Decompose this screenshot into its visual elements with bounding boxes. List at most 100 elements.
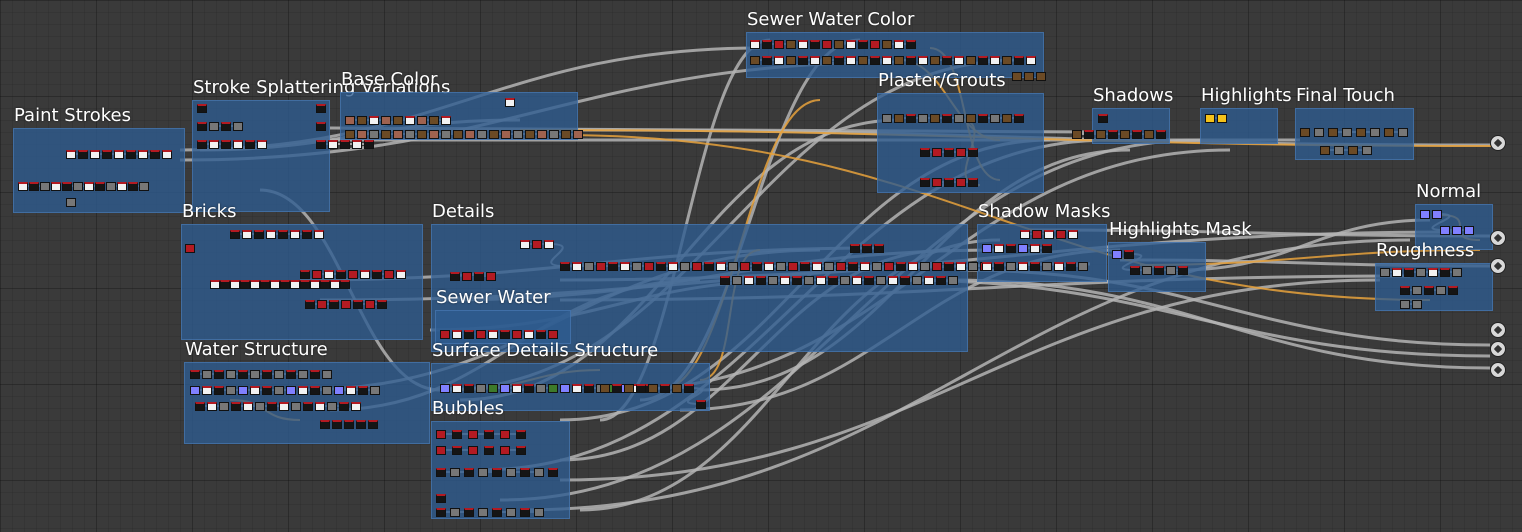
graph-node[interactable]	[1056, 230, 1066, 239]
frame-title[interactable]: Surface Details Structure	[432, 340, 659, 361]
graph-node[interactable]	[1416, 268, 1426, 277]
graph-node[interactable]	[834, 56, 844, 65]
graph-node[interactable]	[202, 370, 212, 379]
graph-node[interactable]	[1424, 286, 1434, 295]
graph-node[interactable]	[1124, 250, 1134, 259]
graph-node[interactable]	[352, 140, 362, 149]
graph-node[interactable]	[453, 130, 463, 139]
graph-node[interactable]	[240, 280, 250, 289]
graph-node[interactable]	[852, 276, 862, 285]
graph-node[interactable]	[462, 272, 472, 281]
graph-node[interactable]	[250, 370, 260, 379]
graph-node[interactable]	[900, 276, 910, 285]
graph-node[interactable]	[464, 468, 474, 477]
graph-node[interactable]	[254, 230, 264, 239]
graph-node[interactable]	[876, 276, 886, 285]
graph-node[interactable]	[267, 402, 277, 411]
frame-title[interactable]: Highlights	[1201, 85, 1292, 106]
graph-node[interactable]	[828, 276, 838, 285]
graph-node[interactable]	[860, 262, 870, 271]
graph-node[interactable]	[920, 148, 930, 157]
graph-node[interactable]	[572, 262, 582, 271]
graph-node[interactable]	[908, 262, 918, 271]
graph-node[interactable]	[990, 56, 1000, 65]
frame-stroke-splattering-variations[interactable]: Stroke Splattering Variations	[192, 77, 450, 212]
graph-node[interactable]	[358, 386, 368, 395]
graph-node[interactable]	[195, 402, 205, 411]
graph-node[interactable]	[756, 276, 766, 285]
graph-node[interactable]	[932, 262, 942, 271]
graph-node[interactable]	[798, 56, 808, 65]
graph-node[interactable]	[932, 178, 942, 187]
graph-node[interactable]	[956, 262, 966, 271]
graph-node[interactable]	[262, 370, 272, 379]
graph-node[interactable]	[932, 148, 942, 157]
graph-node[interactable]	[452, 446, 462, 455]
graph-node[interactable]	[1420, 210, 1430, 219]
graph-node[interactable]	[340, 140, 350, 149]
graph-node[interactable]	[1452, 226, 1462, 235]
graph-node[interactable]	[312, 270, 322, 279]
graph-node[interactable]	[644, 262, 654, 271]
graph-node[interactable]	[840, 276, 850, 285]
graph-node[interactable]	[300, 270, 310, 279]
graph-node[interactable]	[330, 280, 340, 289]
graph-node[interactable]	[624, 384, 634, 393]
graph-node[interactable]	[1156, 130, 1166, 139]
graph-node[interactable]	[298, 386, 308, 395]
graph-node[interactable]	[1018, 262, 1028, 271]
graph-node[interactable]	[190, 386, 200, 395]
graph-node[interactable]	[117, 182, 127, 191]
graph-node[interactable]	[484, 446, 494, 455]
graph-node[interactable]	[29, 182, 39, 191]
frame-title[interactable]: Bubbles	[432, 398, 505, 419]
graph-node[interactable]	[219, 402, 229, 411]
graph-node[interactable]	[704, 262, 714, 271]
graph-node[interactable]	[978, 56, 988, 65]
graph-node[interactable]	[243, 402, 253, 411]
graph-node[interactable]	[18, 182, 28, 191]
graph-node[interactable]	[274, 386, 284, 395]
graph-node[interactable]	[372, 270, 382, 279]
graph-node[interactable]	[920, 178, 930, 187]
graph-node[interactable]	[270, 280, 280, 289]
graph-node[interactable]	[500, 384, 510, 393]
graph-node[interactable]	[968, 148, 978, 157]
graph-node[interactable]	[906, 40, 916, 49]
graph-node[interactable]	[1030, 244, 1040, 253]
extra-output-3-port[interactable]	[1490, 362, 1506, 378]
graph-node[interactable]	[956, 178, 966, 187]
graph-node[interactable]	[888, 276, 898, 285]
graph-node[interactable]	[1006, 244, 1016, 253]
graph-node[interactable]	[314, 230, 324, 239]
graph-node[interactable]	[1412, 286, 1422, 295]
graph-node[interactable]	[429, 130, 439, 139]
graph-node[interactable]	[1036, 72, 1046, 81]
graph-node[interactable]	[858, 40, 868, 49]
graph-node[interactable]	[882, 56, 892, 65]
graph-node[interactable]	[436, 494, 446, 503]
graph-node[interactable]	[920, 262, 930, 271]
graph-node[interactable]	[524, 330, 534, 339]
graph-node[interactable]	[978, 114, 988, 123]
graph-node[interactable]	[1328, 128, 1338, 137]
graph-node[interactable]	[1012, 72, 1022, 81]
frame-title[interactable]: Details	[432, 201, 495, 222]
graph-node[interactable]	[804, 276, 814, 285]
graph-node[interactable]	[532, 240, 542, 249]
graph-node[interactable]	[612, 384, 622, 393]
graph-node[interactable]	[774, 40, 784, 49]
graph-node[interactable]	[573, 130, 583, 139]
graph-node[interactable]	[84, 182, 94, 191]
graph-node[interactable]	[441, 130, 451, 139]
graph-node[interactable]	[1178, 266, 1188, 275]
graph-node[interactable]	[870, 56, 880, 65]
graph-node[interactable]	[73, 182, 83, 191]
graph-node[interactable]	[906, 114, 916, 123]
graph-node[interactable]	[464, 384, 474, 393]
graph-node[interactable]	[302, 230, 312, 239]
graph-node[interactable]	[340, 280, 350, 289]
graph-node[interactable]	[1398, 128, 1408, 137]
graph-node[interactable]	[1464, 226, 1474, 235]
graph-node[interactable]	[894, 114, 904, 123]
